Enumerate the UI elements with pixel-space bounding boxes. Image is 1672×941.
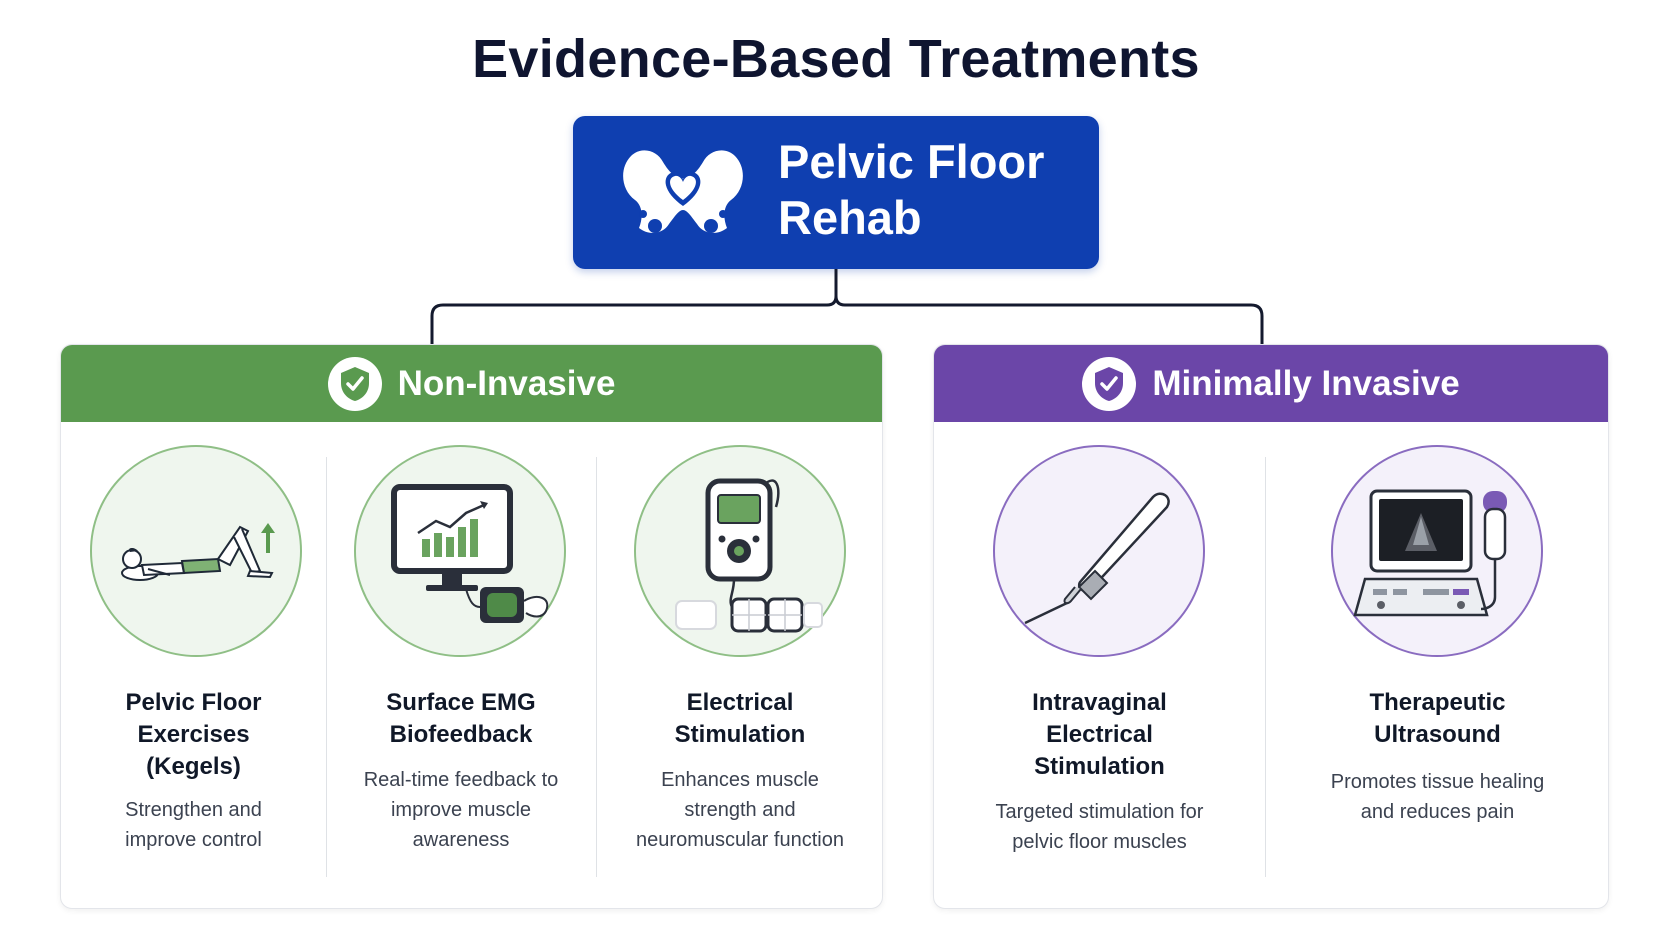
item-title-line: Stimulation <box>1034 753 1165 780</box>
item-title-line: Therapeutic <box>1369 689 1506 716</box>
item-description: Enhances muscle strength and neuromuscul… <box>596 765 882 855</box>
monitor-chart-icon <box>354 445 566 657</box>
item-description: Promotes tissue healing and reduces pain <box>1265 767 1608 827</box>
kegel-exercise-icon <box>90 445 302 657</box>
item-desc-line: neuromuscular function <box>636 829 844 851</box>
item-desc-line: Strengthen and <box>125 799 262 821</box>
pelvis-heart-icon <box>613 138 753 248</box>
probe-icon <box>993 445 1205 657</box>
item-desc-line: Real-time feedback to <box>363 769 559 791</box>
treatment-intravaginal-stimulation: Intravaginal Electrical Stimulation Targ… <box>934 445 1265 885</box>
item-title: Intravaginal Electrical Stimulation <box>934 687 1265 783</box>
item-desc-line: awareness <box>412 829 510 851</box>
item-title-line: Electrical <box>686 689 794 716</box>
item-desc-line: Promotes tissue healing <box>1330 771 1545 793</box>
shield-check-icon <box>327 356 382 411</box>
item-title-line: Intravaginal <box>1032 689 1167 716</box>
non-invasive-label: Non-Invasive <box>397 363 616 403</box>
item-desc-line: Targeted stimulation for <box>995 801 1204 823</box>
item-desc-line: improve muscle <box>390 799 532 821</box>
item-title: Electrical Stimulation <box>596 687 882 751</box>
item-desc-line: pelvic floor muscles <box>1012 831 1187 853</box>
item-desc-line: and reduces pain <box>1360 801 1515 823</box>
non-invasive-header: Non-Invasive <box>61 345 882 422</box>
item-title-line: Biofeedback <box>389 721 533 748</box>
item-description: Real-time feedback to improve muscle awa… <box>326 765 596 855</box>
item-title-line: (Kegels) <box>146 753 241 780</box>
minimally-invasive-header: Minimally Invasive <box>934 345 1608 422</box>
root-title-line-1: Pelvic Floor <box>778 135 1045 188</box>
treatment-electrical-stimulation: Electrical Stimulation Enhances muscle s… <box>596 445 882 885</box>
ultrasound-machine-icon <box>1331 445 1543 657</box>
item-title: Therapeutic Ultrasound <box>1265 687 1608 751</box>
stim-device-icon <box>634 445 846 657</box>
item-title-line: Stimulation <box>674 721 806 748</box>
minimally-invasive-panel: Minimally Invasive Intravaginal Electric… <box>933 344 1609 909</box>
treatment-kegels: Pelvic Floor Exercises (Kegels) Strength… <box>61 445 326 885</box>
non-invasive-panel: Non-Invasive Pel <box>60 344 883 909</box>
item-title: Surface EMG Biofeedback <box>326 687 596 751</box>
column-divider <box>596 457 597 877</box>
item-title: Pelvic Floor Exercises (Kegels) <box>61 687 326 783</box>
item-title-line: Electrical <box>1046 721 1153 748</box>
column-divider <box>1265 457 1266 877</box>
item-description: Strengthen and improve control <box>61 795 326 855</box>
item-title-line: Pelvic Floor <box>125 689 262 716</box>
item-title-line: Exercises <box>137 721 250 748</box>
treatment-therapeutic-ultrasound: Therapeutic Ultrasound Promotes tissue h… <box>1265 445 1608 885</box>
item-title-line: Surface EMG <box>386 689 536 716</box>
item-desc-line: Enhances muscle <box>661 769 819 791</box>
page-title: Evidence-Based Treatments <box>472 29 1200 89</box>
root-node: Pelvic Floor Rehab <box>573 116 1099 269</box>
column-divider <box>326 457 327 877</box>
minimally-invasive-label: Minimally Invasive <box>1152 363 1460 403</box>
item-desc-line: strength and <box>684 799 796 821</box>
item-desc-line: improve control <box>125 829 262 851</box>
root-title: Pelvic Floor Rehab <box>778 134 1078 246</box>
root-title-line-2: Rehab <box>778 191 922 244</box>
shield-check-icon <box>1082 356 1137 411</box>
item-title-line: Ultrasound <box>1374 721 1501 748</box>
treatment-emg-biofeedback: Surface EMG Biofeedback Real-time feedba… <box>326 445 596 885</box>
item-description: Targeted stimulation for pelvic floor mu… <box>934 797 1265 857</box>
